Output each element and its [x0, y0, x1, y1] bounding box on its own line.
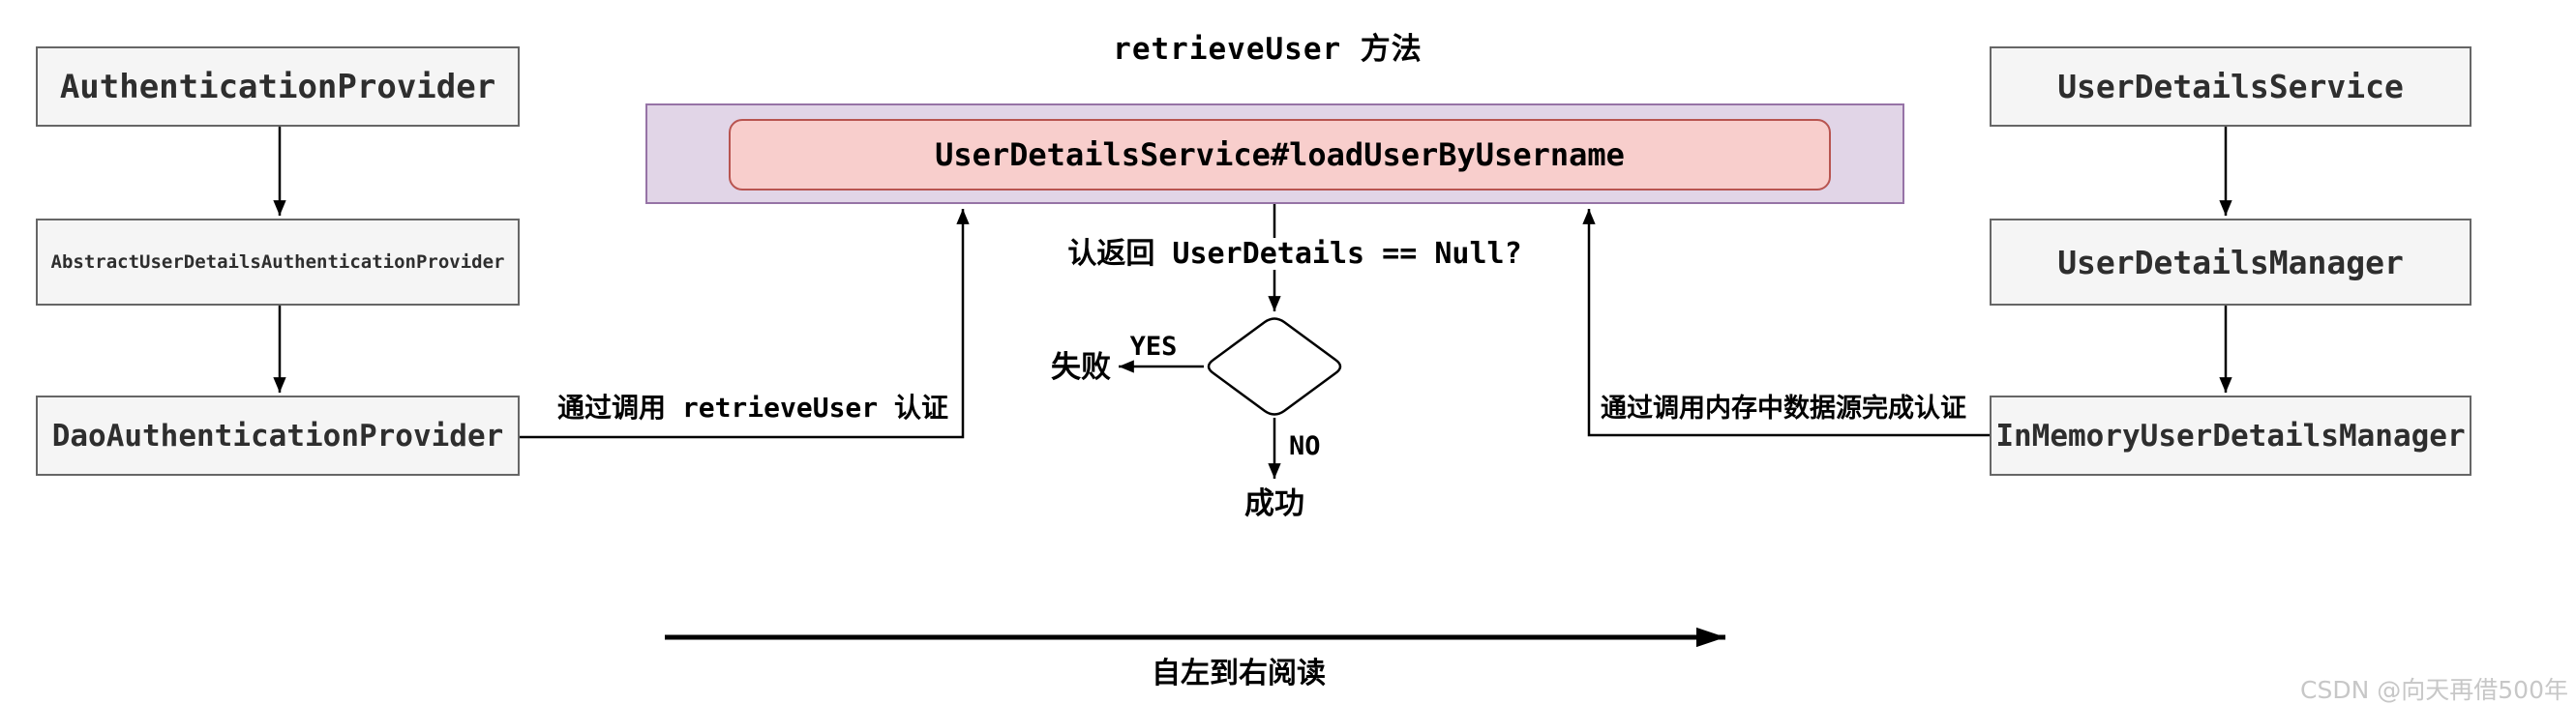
success-label: 成功 — [1244, 486, 1304, 521]
reading-direction-label: 自左到右阅读 — [1152, 657, 1326, 690]
class-box-label: DaoAuthenticationProvider — [51, 418, 504, 454]
class-box-authentication-provider: AuthenticationProvider — [36, 46, 520, 127]
class-box-label: InMemoryUserDetailsManager — [1995, 418, 2466, 454]
class-box-label: AbstractUserDetailsAuthenticationProvide… — [50, 251, 505, 273]
method-box-label: UserDetailsService#loadUserByUsername — [935, 136, 1625, 173]
connector-inmemory-to-method-box — [1582, 209, 1990, 437]
fail-label: 失败 — [1051, 350, 1111, 385]
connector-label-right: 通过调用内存中数据源完成认证 — [1601, 394, 1966, 424]
class-box-label: UserDetailsService — [2057, 68, 2404, 105]
decision-diamond — [1207, 317, 1342, 416]
connector-dao-to-method-box — [520, 209, 970, 439]
class-box-user-details-manager: UserDetailsManager — [1990, 219, 2471, 306]
class-box-dao-authentication-provider: DaoAuthenticationProvider — [36, 396, 520, 476]
csdn-watermark: CSDN @向天再借500年 — [2300, 676, 2568, 704]
class-box-user-details-service: UserDetailsService — [1990, 46, 2471, 127]
load-user-by-username-box: UserDetailsService#loadUserByUsername — [729, 119, 1831, 191]
class-box-abstract-user-details-authentication-provider: AbstractUserDetailsAuthenticationProvide… — [36, 219, 520, 306]
yes-label: YES — [1129, 332, 1178, 362]
class-box-in-memory-user-details-manager: InMemoryUserDetailsManager — [1990, 396, 2471, 476]
class-box-label: UserDetailsManager — [2057, 243, 2404, 281]
diagram-title: retrieveUser 方法 — [1113, 32, 1423, 67]
class-box-label: AuthenticationProvider — [59, 67, 496, 106]
decision-question-label: 认返回 UserDetails == Null? — [1058, 238, 1532, 270]
connector-label-left: 通过调用 retrieveUser 认证 — [556, 392, 949, 424]
no-label: NO — [1289, 431, 1321, 461]
